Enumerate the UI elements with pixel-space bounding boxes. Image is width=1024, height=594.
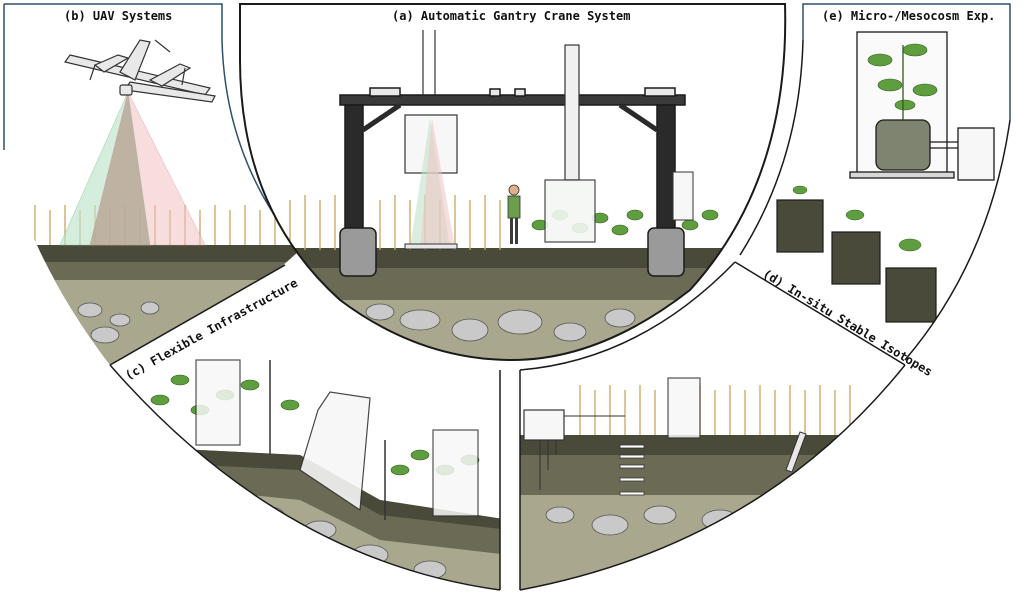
panel-e-label: (e) Micro-/Mesocosm Exp. — [822, 9, 995, 23]
chamber-c-2 — [432, 429, 479, 517]
panel-b-label: (b) UAV Systems — [64, 9, 172, 23]
uav-drone — [63, 39, 216, 103]
panel-a-label: (a) Automatic Gantry Crane System — [392, 9, 630, 23]
analyzer-box — [672, 171, 694, 221]
soil-probe — [785, 431, 807, 473]
gantry-frame — [339, 87, 686, 277]
gantry-chamber-right — [544, 44, 596, 243]
chamber-c-tilted — [299, 391, 371, 512]
isotope-chamber — [667, 377, 701, 439]
gantry-sensor-chamber — [404, 30, 458, 250]
isotope-analyzer — [523, 409, 565, 441]
researcher-figure — [507, 184, 521, 244]
mesocosm-pots — [776, 185, 937, 323]
mesocosm-chamber — [849, 31, 995, 181]
chamber-c-1 — [195, 359, 241, 446]
